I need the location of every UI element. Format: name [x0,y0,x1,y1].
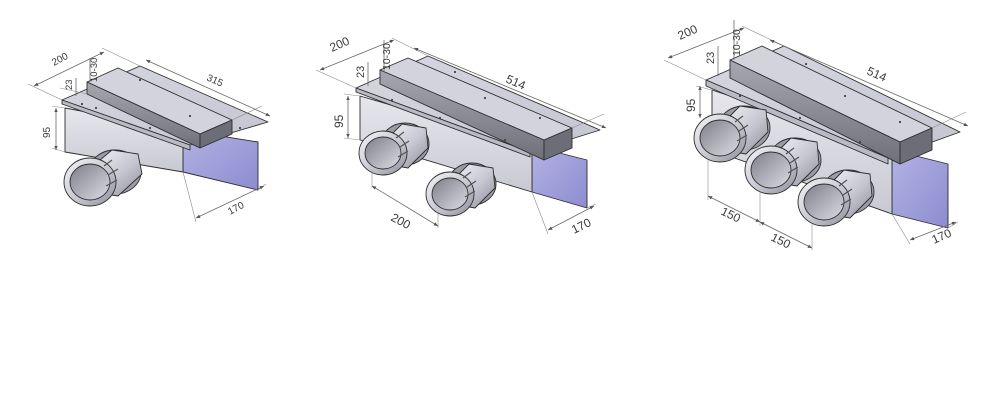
dim-gap: 10-30 [731,29,743,56]
screw-dots [80,78,242,130]
spigot-middle [744,137,822,195]
dim-width: 200 [676,22,700,43]
dim-top-height: 23 [64,79,75,90]
spigot-right [797,169,875,227]
spigot-right [425,162,497,217]
dim-spacing-b: 150 [769,230,793,252]
dim-gap: 10-30 [381,43,393,70]
channel-end [899,127,933,165]
dim-width: 200 [50,51,70,69]
dim-width: 200 [328,34,352,55]
unit-three-outlets: 200 23 10-30 514 95 150 150 170 [663,20,969,252]
dim-depth: 170 [930,226,954,247]
plate-lip [61,99,191,151]
dim-length: 514 [865,64,889,85]
dim-spacing: 200 [389,210,414,232]
spigot-left [358,122,430,176]
dim-height: 95 [42,126,53,138]
dim-gap: 10-30 [89,58,100,82]
dim-depth: 170 [569,215,593,237]
dim-length: 315 [205,73,225,90]
spigot [63,149,143,207]
channel-end [199,119,233,149]
dim-spacing-a: 150 [719,204,743,226]
dim-height: 95 [332,114,346,128]
dim-height: 95 [684,98,698,112]
channel-end [543,127,573,161]
spigot-left [693,105,771,163]
dim-top-height: 23 [705,52,717,64]
dim-top-height: 23 [355,66,367,78]
unit-one-outlet: 200 23 10-30 315 95 170 [27,47,271,223]
dim-length: 514 [504,72,528,93]
unit-two-outlets: 200 23 10-30 514 95 200 170 [315,34,607,237]
